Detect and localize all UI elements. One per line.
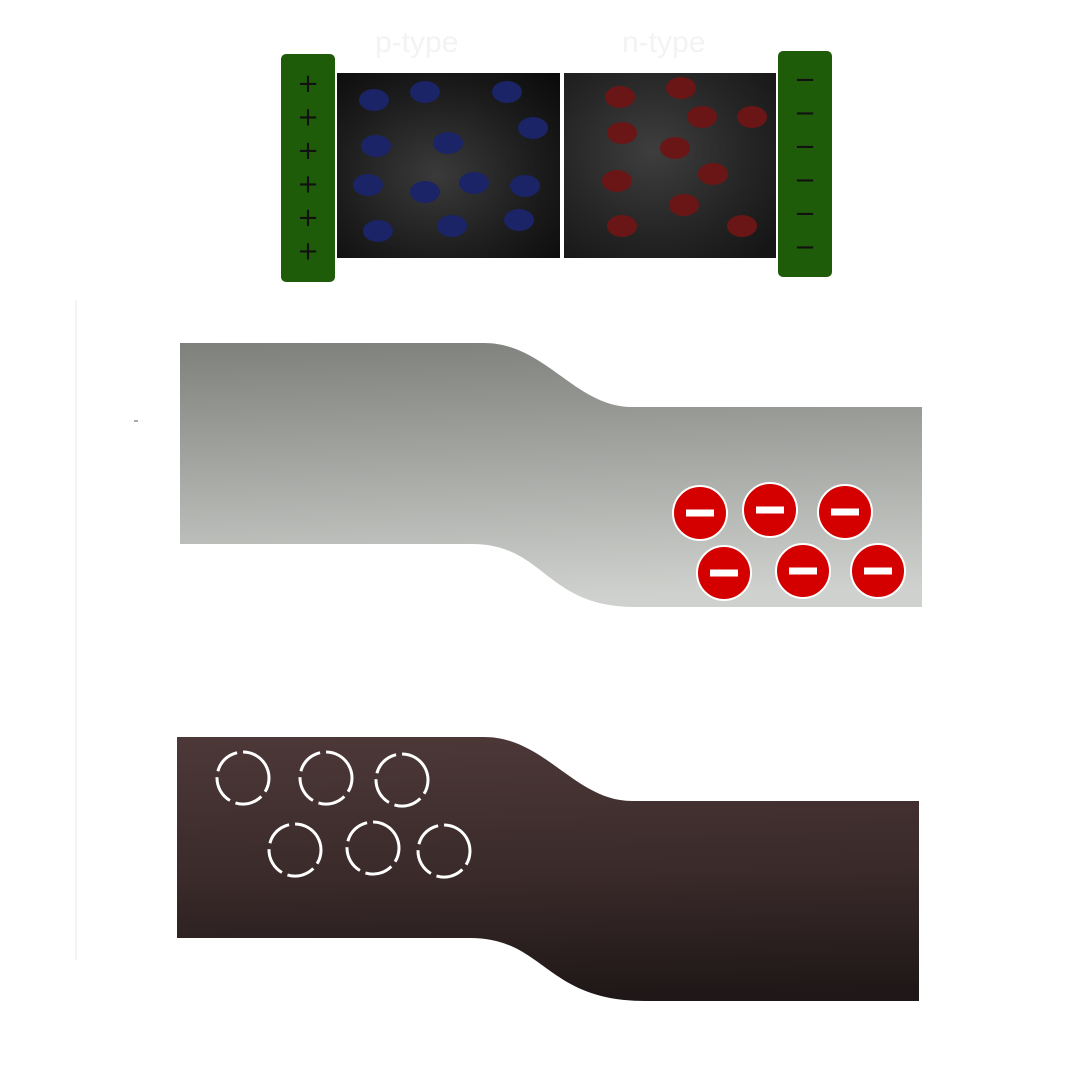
n-carrier xyxy=(660,137,690,159)
p-carrier xyxy=(361,135,391,157)
p-region-label: p-type xyxy=(375,26,458,59)
n-carrier xyxy=(607,122,637,144)
p-carrier xyxy=(353,174,383,196)
p-carrier xyxy=(410,181,440,203)
minus-sign: − xyxy=(794,199,816,229)
plus-sign: + xyxy=(297,136,319,166)
hole xyxy=(345,820,401,876)
n-carrier xyxy=(602,170,632,192)
n-carrier xyxy=(605,86,635,108)
hole xyxy=(374,752,430,808)
holes xyxy=(215,750,472,879)
positive-terminal xyxy=(281,54,335,282)
negative-terminal xyxy=(778,51,832,277)
electron xyxy=(672,485,728,541)
p-carrier xyxy=(510,175,540,197)
n-region-carriers xyxy=(602,77,767,237)
plus-sign: + xyxy=(297,237,319,267)
electron xyxy=(817,484,873,540)
n-carrier xyxy=(698,163,728,185)
n-carrier xyxy=(727,215,757,237)
n-carrier xyxy=(737,106,767,128)
valence-band xyxy=(177,737,919,1001)
n-region-label: n-type xyxy=(622,26,705,59)
plus-sign: + xyxy=(297,103,319,133)
plus-sign: + xyxy=(297,203,319,233)
p-carrier xyxy=(410,81,440,103)
plus-sign: + xyxy=(297,69,319,99)
electron xyxy=(775,543,831,599)
p-carrier xyxy=(492,81,522,103)
negative-terminal-signs: −−−−−− xyxy=(794,65,816,263)
p-carrier xyxy=(459,172,489,194)
p-carrier xyxy=(363,220,393,242)
p-carrier xyxy=(518,117,548,139)
minus-sign: − xyxy=(794,233,816,263)
hole xyxy=(267,822,323,878)
positive-terminal-signs: ++++++ xyxy=(297,69,319,267)
minus-sign: − xyxy=(794,166,816,196)
p-carrier xyxy=(437,215,467,237)
conduction-band xyxy=(180,343,922,607)
electron xyxy=(742,482,798,538)
minus-sign: − xyxy=(794,65,816,95)
p-carrier xyxy=(504,209,534,231)
hole xyxy=(416,823,472,879)
n-carrier xyxy=(607,215,637,237)
n-carrier xyxy=(687,106,717,128)
p-region-carriers xyxy=(353,81,548,242)
minus-sign: − xyxy=(794,99,816,129)
p-carrier xyxy=(359,89,389,111)
minus-sign: − xyxy=(794,132,816,162)
electron xyxy=(850,543,906,599)
n-carrier xyxy=(666,77,696,99)
plus-sign: + xyxy=(297,170,319,200)
electron xyxy=(696,545,752,601)
p-carrier xyxy=(433,132,463,154)
electrons xyxy=(672,482,906,601)
hole xyxy=(215,750,271,806)
hole xyxy=(298,750,354,806)
n-carrier xyxy=(669,194,699,216)
